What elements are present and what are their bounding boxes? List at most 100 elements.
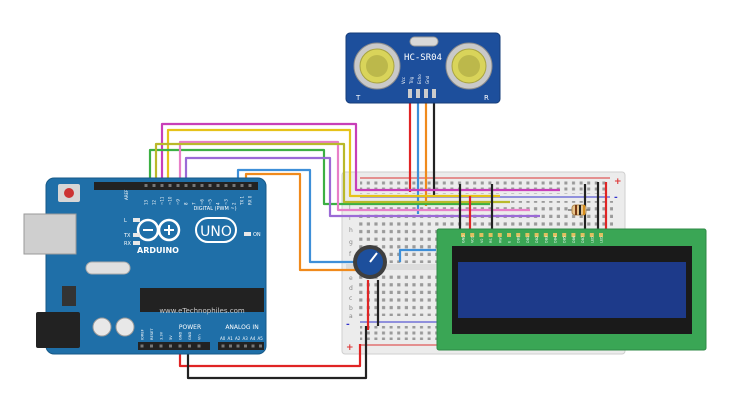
lcd-pin-pad[interactable] [580, 233, 585, 237]
usb-port-icon [23, 213, 77, 255]
digital-pin-label: 7 [192, 202, 197, 205]
power-label: POWER [179, 324, 201, 331]
digital-pin-socket[interactable] [152, 184, 156, 187]
lcd-pin-pad[interactable] [589, 233, 594, 237]
analog-pin-label: A2 [235, 336, 241, 341]
rail-plus-label: + [614, 177, 622, 187]
power-pin-socket[interactable] [159, 344, 163, 348]
aref-label: AREF [124, 189, 129, 200]
digital-pin-socket[interactable] [208, 184, 212, 187]
lcd-pin-pad[interactable] [461, 233, 465, 237]
lcd-pin-pad[interactable] [516, 233, 521, 237]
rail-minus-label: - [614, 193, 618, 203]
lcd-pin-label: DB5 [563, 236, 567, 243]
analog-in-label: ANALOG IN [225, 324, 258, 331]
lcd-pin-pad[interactable] [543, 233, 548, 237]
digital-pin-socket[interactable] [160, 184, 164, 187]
digital-pin-socket[interactable] [144, 184, 148, 187]
power-pin-socket[interactable] [197, 344, 201, 348]
analog-pin-label: A5 [258, 336, 264, 341]
rail-minus-label-bottom: - [346, 320, 350, 330]
lcd-pin-label: DB2 [535, 236, 539, 243]
digital-pin-label: 12 [152, 199, 157, 205]
led-rx-label: RX [124, 241, 131, 247]
power-pin-label: GND [188, 332, 192, 340]
digital-pin-socket[interactable] [192, 184, 196, 187]
arduino-logo-icon [136, 218, 181, 242]
lcd-pin-pad[interactable] [507, 233, 511, 237]
digital-pin-label: 2 [232, 202, 237, 205]
analog-pin-label: A0 [220, 336, 226, 341]
lcd-pin-pad[interactable] [599, 233, 603, 237]
analog-pin-socket[interactable] [259, 344, 262, 348]
lcd-pin-pad[interactable] [479, 233, 484, 237]
lcd-screen [458, 262, 686, 318]
lcd-pin-pad[interactable] [571, 233, 576, 237]
resistor [568, 204, 590, 216]
lcd-pin-pad[interactable] [488, 233, 493, 237]
analog-pin-socket[interactable] [251, 344, 255, 348]
digital-pin-socket[interactable] [248, 184, 252, 187]
analog-pin-label: A1 [228, 336, 234, 341]
digital-pin-socket[interactable] [216, 184, 220, 187]
watermark: www.eTechnophiles.com [159, 307, 245, 315]
wire-yellow [166, 128, 500, 198]
analog-pin-socket[interactable] [229, 344, 232, 348]
analog-pin-label: A3 [243, 336, 249, 341]
potentiometer[interactable] [353, 245, 387, 279]
ultrasonic-sensor[interactable]: HC-SR04 T R Vcc Trig Echo Gnd [345, 32, 501, 104]
digital-pin-socket[interactable] [240, 184, 244, 187]
digital-pin-label: ~9 [176, 199, 181, 205]
lcd-pin-label: RW [498, 237, 502, 243]
row-label-i: i [349, 215, 351, 222]
rail-plus-label-bottom: + [346, 343, 354, 353]
lcd-pin-pad[interactable] [553, 233, 557, 237]
power-jack-icon [36, 312, 80, 348]
power-pin-socket[interactable] [188, 344, 191, 348]
power-pin-socket[interactable] [178, 344, 182, 348]
wire-green [148, 148, 490, 206]
potentiometer-knob-icon [369, 252, 378, 263]
lcd-pin-pad[interactable] [534, 233, 539, 237]
digital-pin-label: ~11 [160, 196, 165, 205]
power-pin-label: 3.3V [160, 331, 164, 340]
digital-pin-label: RX 0 [248, 195, 253, 205]
lcd-pin-pad[interactable] [470, 233, 475, 237]
digital-pin-socket[interactable] [168, 184, 172, 187]
power-pin-socket[interactable] [169, 344, 172, 348]
power-pin-socket[interactable] [140, 344, 144, 348]
digital-pin-socket[interactable] [200, 184, 204, 187]
analog-pin-socket[interactable] [244, 344, 247, 348]
sensor-pin-echo: Echo [417, 74, 422, 84]
digital-pin-label: TX 1 [240, 196, 245, 206]
lcd-pin-pad[interactable] [525, 233, 530, 237]
wires [148, 98, 608, 380]
power-pin-socket[interactable] [150, 344, 153, 348]
digital-pin-socket[interactable] [232, 184, 236, 187]
row-label-f: f [349, 251, 352, 258]
lcd-pin-pad[interactable] [497, 233, 502, 237]
led-tx-icon [133, 233, 140, 237]
lcd-pin-label: DB0 [517, 236, 521, 243]
lcd-pin-label: DB1 [526, 236, 530, 243]
sensor-r-mark: R [484, 94, 489, 102]
wire-gnd [186, 326, 368, 380]
digital-pin-label: 8 [184, 202, 189, 205]
analog-pin-socket[interactable] [236, 344, 240, 348]
digital-header [94, 182, 258, 190]
digital-pin-socket[interactable] [224, 184, 228, 187]
digital-pin-label: ~5 [208, 199, 213, 205]
analog-pin-socket[interactable] [221, 344, 225, 348]
led-on-icon [244, 232, 251, 236]
lcd-pin-label: DB3 [544, 236, 548, 243]
lcd-pin-label: VCC [471, 235, 475, 243]
lcd-pin-label: DB6 [572, 236, 576, 243]
led-on-label: ON [253, 232, 261, 238]
lcd-pin-label: LED [590, 236, 594, 243]
digital-pin-socket[interactable] [184, 184, 188, 187]
lcd-pin-pad[interactable] [562, 233, 567, 237]
digital-pin-socket[interactable] [176, 184, 180, 187]
